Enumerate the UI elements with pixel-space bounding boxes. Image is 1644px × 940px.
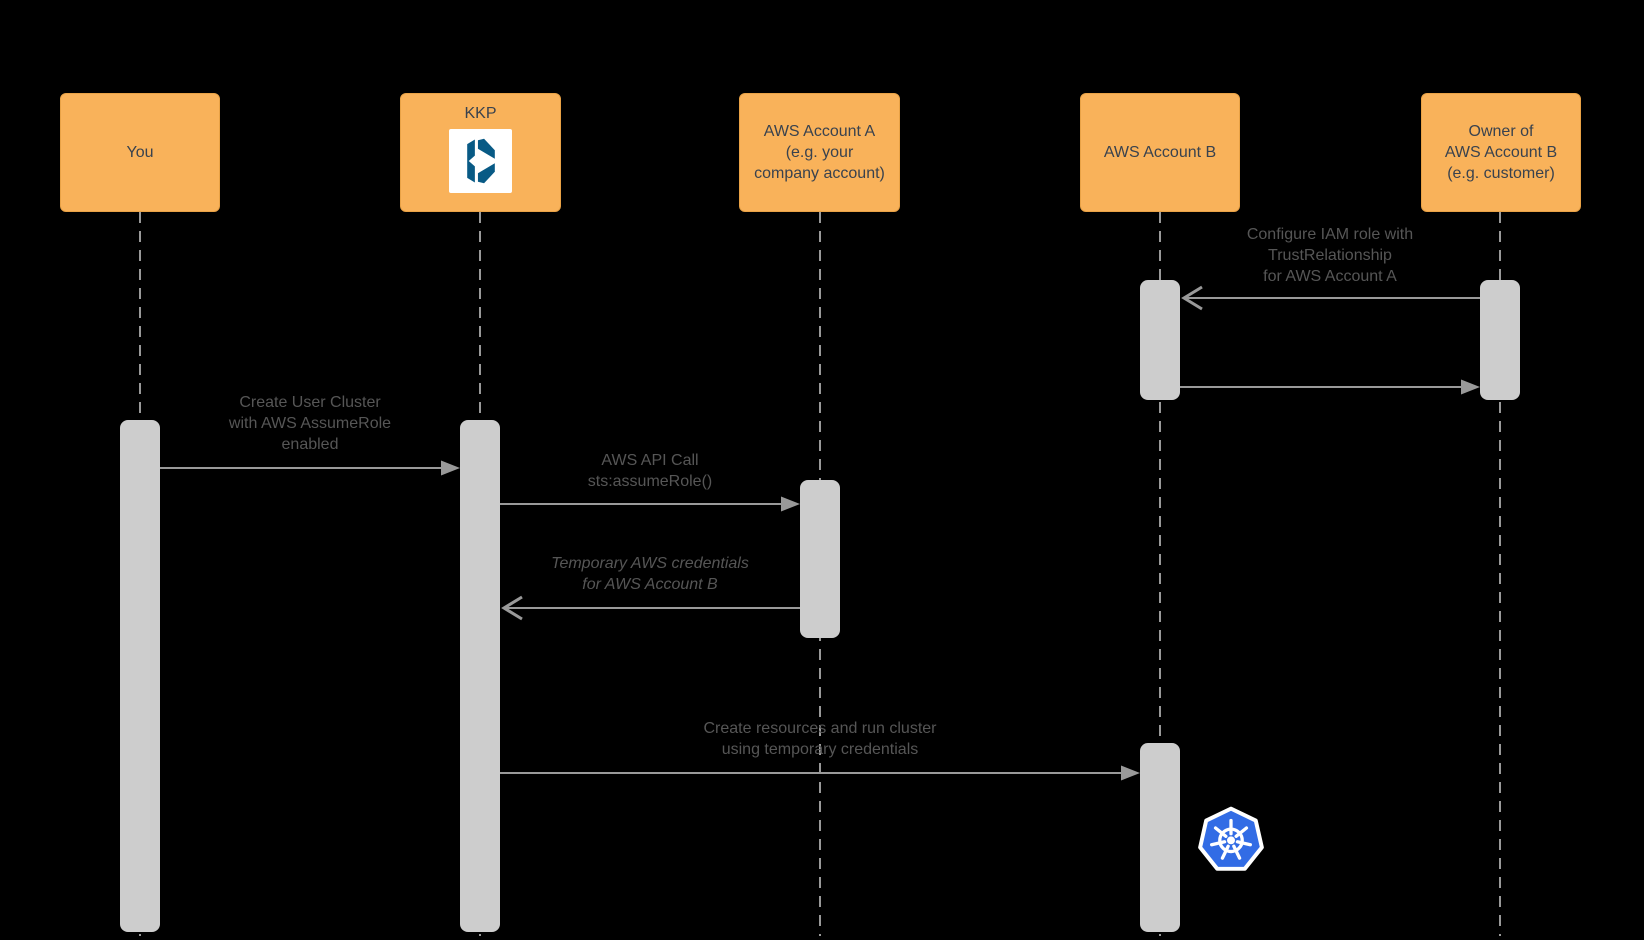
- message-arrow-return-to-owner: [1180, 379, 1480, 395]
- activation-bar-aws-a: [800, 480, 840, 638]
- activation-bar-owner: [1480, 280, 1520, 400]
- activation-bar-you: [120, 420, 160, 932]
- actor-box-aws-account-a: AWS Account A (e.g. your company account…: [739, 93, 900, 212]
- message-label-temporary-credentials: Temporary AWS credentials for AWS Accoun…: [551, 555, 749, 593]
- message-arrow-sts-assume-role: [500, 496, 800, 512]
- actor-box-aws-account-b: AWS Account B: [1080, 93, 1240, 212]
- actor-label-aws-account-b: AWS Account B: [1103, 144, 1217, 161]
- message-label-configure-iam-role: Configure IAM role with TrustRelationshi…: [1246, 226, 1414, 285]
- activation-bar-aws-b-2: [1140, 743, 1180, 932]
- message-label-sts-assume-role: AWS API Call sts:assumeRole(): [587, 452, 713, 490]
- actor-box-you: You: [60, 93, 220, 212]
- actor-box-owner: Owner of AWS Account B (e.g. customer): [1421, 93, 1581, 212]
- activation-bar-aws-b-1: [1140, 280, 1180, 400]
- kubermatic-logo-icon: [466, 138, 495, 184]
- actor-label-owner: Owner of AWS Account B (e.g. customer): [1444, 123, 1558, 182]
- message-label-create-resources: Create resources and run cluster using t…: [703, 720, 937, 758]
- kubermatic-logo-tile: [449, 129, 512, 193]
- activation-bar-kkp: [460, 420, 500, 932]
- message-arrow-configure-iam-role: [1181, 285, 1480, 311]
- kubernetes-logo-icon: [1198, 806, 1264, 871]
- actor-label-aws-account-a: AWS Account A (e.g. your company account…: [754, 123, 885, 182]
- actor-label-kkp: KKP: [464, 105, 497, 122]
- actor-box-kkp: KKP: [400, 93, 561, 212]
- actor-label-you: You: [126, 144, 154, 161]
- message-label-create-user-cluster: Create User Cluster with AWS AssumeRole …: [228, 394, 392, 453]
- message-arrow-create-resources: [500, 765, 1140, 781]
- message-arrow-temporary-credentials: [501, 595, 800, 621]
- message-arrow-create-user-cluster: [160, 460, 460, 476]
